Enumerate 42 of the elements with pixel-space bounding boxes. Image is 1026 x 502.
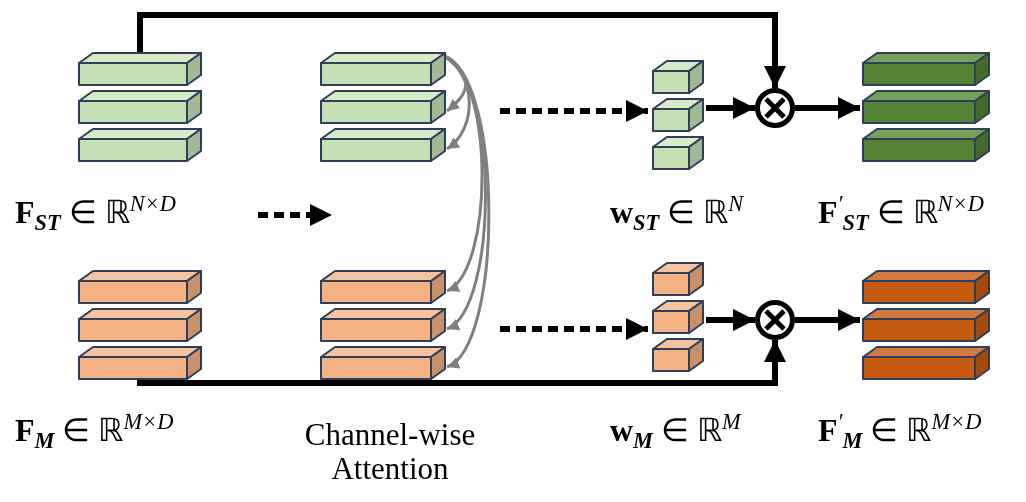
caption: Channel-wise Attention bbox=[303, 418, 477, 487]
feature-block bbox=[320, 52, 446, 86]
feature-block bbox=[652, 300, 704, 334]
feature-block bbox=[862, 346, 990, 380]
math-label: w$_{M}$ ∈ ℝ$^{M}$ bbox=[610, 410, 741, 454]
feature-block bbox=[652, 60, 704, 94]
feature-block bbox=[652, 338, 704, 372]
math-label: F$^{′}$$_{M}$ ∈ ℝ$^{M×D}$ bbox=[818, 410, 982, 454]
math-label: F$_{ST}$ ∈ ℝ$^{N×D}$ bbox=[15, 192, 176, 236]
feature-block bbox=[862, 52, 990, 86]
arrow bbox=[795, 309, 860, 331]
math-label: F$^{′}$$_{ST}$ ∈ ℝ$^{N×D}$ bbox=[818, 192, 984, 236]
feature-block bbox=[78, 308, 202, 342]
arrow bbox=[706, 309, 755, 331]
arrow bbox=[137, 12, 786, 88]
feature-block bbox=[78, 90, 202, 124]
feature-block bbox=[862, 270, 990, 304]
dotted-arrow bbox=[500, 100, 648, 122]
feature-block bbox=[78, 346, 202, 380]
feature-block bbox=[78, 270, 202, 304]
feature-block bbox=[862, 308, 990, 342]
feature-block bbox=[862, 128, 990, 162]
feature-block bbox=[862, 90, 990, 124]
math-label: F$_{M}$ ∈ ℝ$^{M×D}$ bbox=[15, 410, 174, 454]
feature-block bbox=[320, 308, 446, 342]
feature-block bbox=[320, 346, 446, 380]
feature-block bbox=[320, 90, 446, 124]
feature-block bbox=[320, 270, 446, 304]
multiply-circle bbox=[755, 88, 795, 128]
curved-arrow bbox=[443, 54, 491, 369]
feature-block bbox=[652, 98, 704, 132]
feature-block bbox=[652, 262, 704, 296]
arrow bbox=[137, 340, 786, 386]
arrow bbox=[706, 97, 755, 119]
feature-block bbox=[78, 128, 202, 162]
arrow bbox=[795, 97, 860, 119]
dotted-arrow bbox=[500, 318, 648, 340]
feature-block bbox=[652, 136, 704, 170]
feature-block bbox=[78, 52, 202, 86]
multiply-circle bbox=[755, 300, 795, 340]
math-label: w$_{ST}$ ∈ ℝ$^{N}$ bbox=[610, 192, 744, 236]
feature-block bbox=[320, 128, 446, 162]
